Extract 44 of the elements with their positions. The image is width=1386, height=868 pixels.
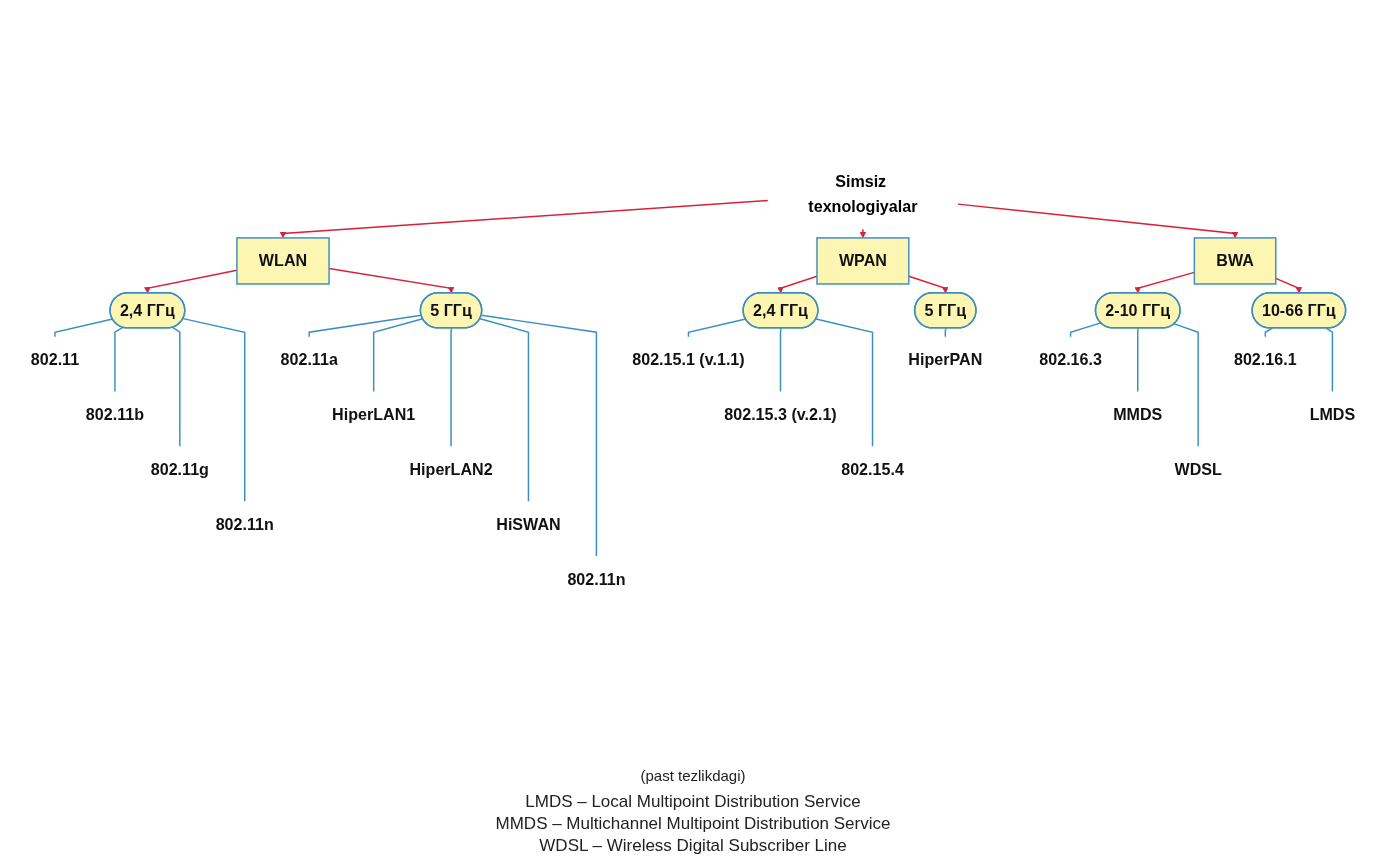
connector <box>450 327 453 448</box>
connector <box>1173 323 1199 448</box>
node-text: 802.11n <box>567 569 626 589</box>
arrow <box>908 275 949 294</box>
node-box: WPAN <box>816 237 910 285</box>
connector <box>372 318 424 393</box>
note-text: (past tezlikdagi) <box>639 767 747 784</box>
abbreviation-note: MMDS – Multichannel Multipoint Distribution Service <box>495 814 891 834</box>
arrow <box>1275 277 1302 294</box>
node-text: HiSWAN <box>496 515 561 534</box>
node-text: LMDS <box>1309 405 1356 424</box>
connector <box>308 314 423 338</box>
connector <box>182 317 246 502</box>
arrow <box>859 228 867 239</box>
node-text: WDSL <box>1174 460 1222 479</box>
connector <box>815 318 874 448</box>
node-text: HiperPAN <box>908 350 983 369</box>
node-text: 802.11b <box>85 405 144 424</box>
connector <box>779 327 782 393</box>
connector <box>171 326 181 448</box>
node-text: MMDS <box>1113 405 1163 424</box>
arrow <box>279 199 769 239</box>
node-box: BWA <box>1193 237 1277 285</box>
node-box: WLAN <box>236 237 330 285</box>
connector <box>1325 327 1334 393</box>
node-text: 802.11 <box>30 350 80 369</box>
node-text: 802.16.1 <box>1233 350 1297 369</box>
node-text: 802.11g <box>150 460 209 479</box>
node-text: 802.11a <box>280 350 338 369</box>
node-text: 802.15.1 (v.1.1) <box>632 350 745 369</box>
abbreviation-note: WDSL – Wireless Digital Subscriber Line <box>538 836 848 856</box>
node-text: HiperLAN2 <box>409 460 493 479</box>
node-text: 802.16.3 <box>1039 350 1102 369</box>
node-text: 802.11n <box>215 515 274 534</box>
abbreviation-note: LMDS – Local Multipoint Distribution Service <box>524 792 862 812</box>
node-text: Simsiz texnologiyalar <box>808 172 918 216</box>
node-text: 802.15.3 (v.2.1) <box>724 405 837 424</box>
connector <box>1137 327 1139 393</box>
node-text: 802.15.4 <box>841 460 904 479</box>
node-text: HiperLAN1 <box>332 405 416 424</box>
connector <box>114 326 124 393</box>
connector <box>479 318 530 502</box>
connector <box>480 314 598 557</box>
arrow <box>957 203 1239 239</box>
